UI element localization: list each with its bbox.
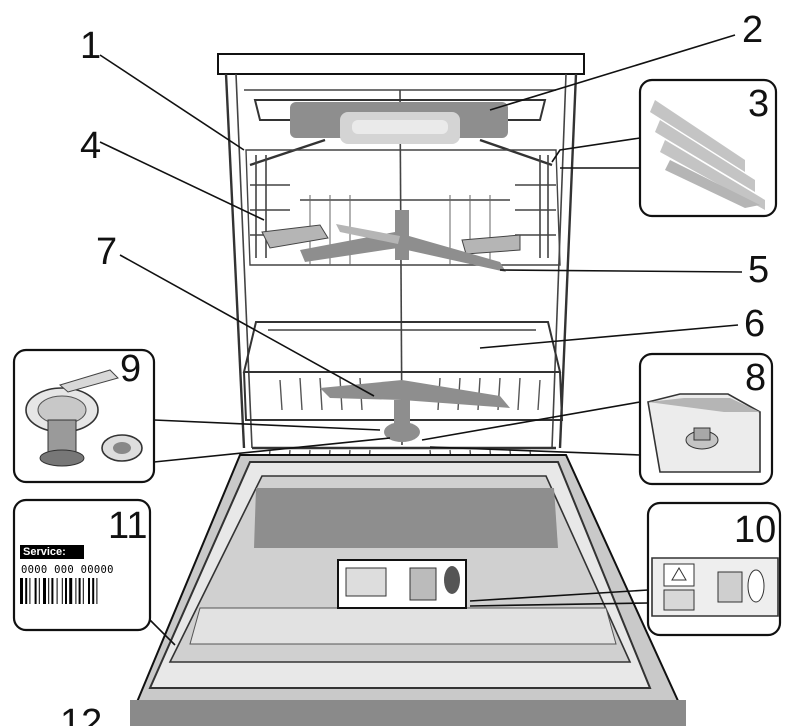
callout-11: 11 (108, 505, 147, 547)
callout-2: 2 (742, 9, 763, 51)
callout-5: 5 (748, 249, 769, 291)
callout-12: 12 (60, 702, 102, 726)
barcode-bar (48, 578, 49, 604)
barcode-bar (69, 578, 72, 604)
barcode-bar (79, 578, 81, 604)
barcode-bar (29, 578, 30, 604)
barcode-bar (39, 578, 40, 604)
barcode-bar (20, 578, 23, 604)
callout-4: 4 (80, 125, 101, 167)
service-label: Service: (20, 545, 84, 559)
barcode-bar (92, 578, 94, 604)
barcode-bar (35, 578, 37, 604)
barcode-bar (65, 578, 67, 604)
dishwasher-door (130, 455, 686, 726)
callout-8: 8 (745, 357, 766, 399)
barcode-bar (57, 578, 58, 604)
callout-6: 6 (744, 303, 765, 345)
callout-10: 10 (734, 509, 776, 551)
barcode-bar (51, 578, 53, 604)
barcode-bar (83, 578, 84, 604)
service-number: 0000 000 00000 (21, 564, 114, 576)
barcode-bar (62, 578, 63, 604)
barcode-bar (25, 578, 27, 604)
barcode-bar (96, 578, 97, 604)
callout-7: 7 (96, 231, 117, 273)
barcode-bar (75, 578, 76, 604)
callout-9: 9 (120, 348, 141, 390)
door-detergent-dispenser (338, 560, 466, 608)
lower-spray-arm (320, 380, 510, 442)
callout-3: 3 (748, 83, 769, 125)
callout-1: 1 (80, 25, 101, 67)
barcode-bar (88, 578, 90, 604)
barcode-bar (43, 578, 46, 604)
